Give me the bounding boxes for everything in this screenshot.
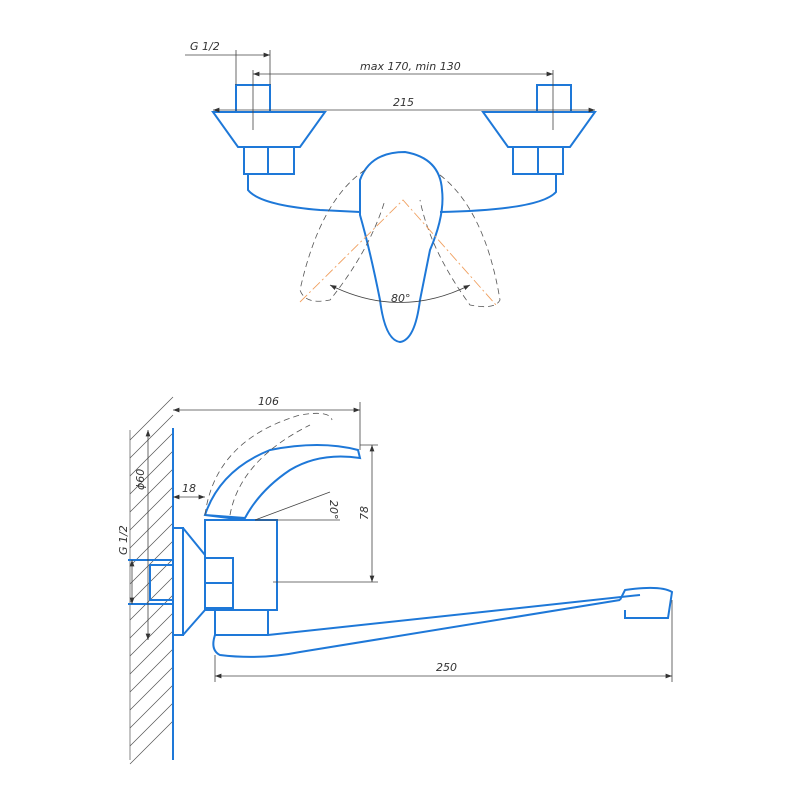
wall-hatching [129,396,174,765]
body-bar [247,174,557,213]
flange [172,527,184,636]
hatch-line [129,612,174,657]
hatch-line [129,630,174,675]
lever-right-position [419,174,501,308]
spout-250-label: 250 [436,661,457,674]
hatch-line [129,702,174,747]
right-connector [481,84,597,175]
hatch-line [129,468,174,513]
hatch-line [129,576,174,621]
hatch-line [129,450,174,495]
lever-side [203,444,362,521]
left-connector [211,84,327,175]
flange-diameter-label: ϕ60 [134,469,147,490]
spacing-label: max 170, min 130 [360,60,461,73]
hatch-line [129,720,174,765]
offset-18-label: 18 [182,482,196,495]
hatch-line [129,666,174,711]
hatch-line [129,522,174,567]
hatch-line [129,504,174,549]
hatch-line [129,414,174,459]
hatch-line [129,648,174,693]
depth-106-label: 106 [258,395,279,408]
spout [619,586,674,619]
valve-body [204,519,278,611]
tilt-20-label: 20° [327,500,340,520]
angle-80-label: 80° [391,292,411,305]
height-78-label: 78 [358,506,371,520]
side-thread-label: G 1/2 [117,525,130,555]
top-thread-label: G 1/2 [190,40,220,53]
hatch-line [129,486,174,531]
lever-top [359,150,444,344]
hatch-line [129,432,174,477]
hatch-line [129,396,174,441]
hatch-line [129,594,174,639]
hatch-line [129,684,174,729]
width-215-label: 215 [393,96,414,109]
hatch-line [129,540,174,585]
top-view: 80° max 170, min 130 215 G 1/2 [185,40,597,344]
side-view: 20° 106 18 78 ϕ60 G 1/2 250 [117,395,674,765]
hatch-line [129,558,174,603]
lever-left-position [299,169,386,302]
